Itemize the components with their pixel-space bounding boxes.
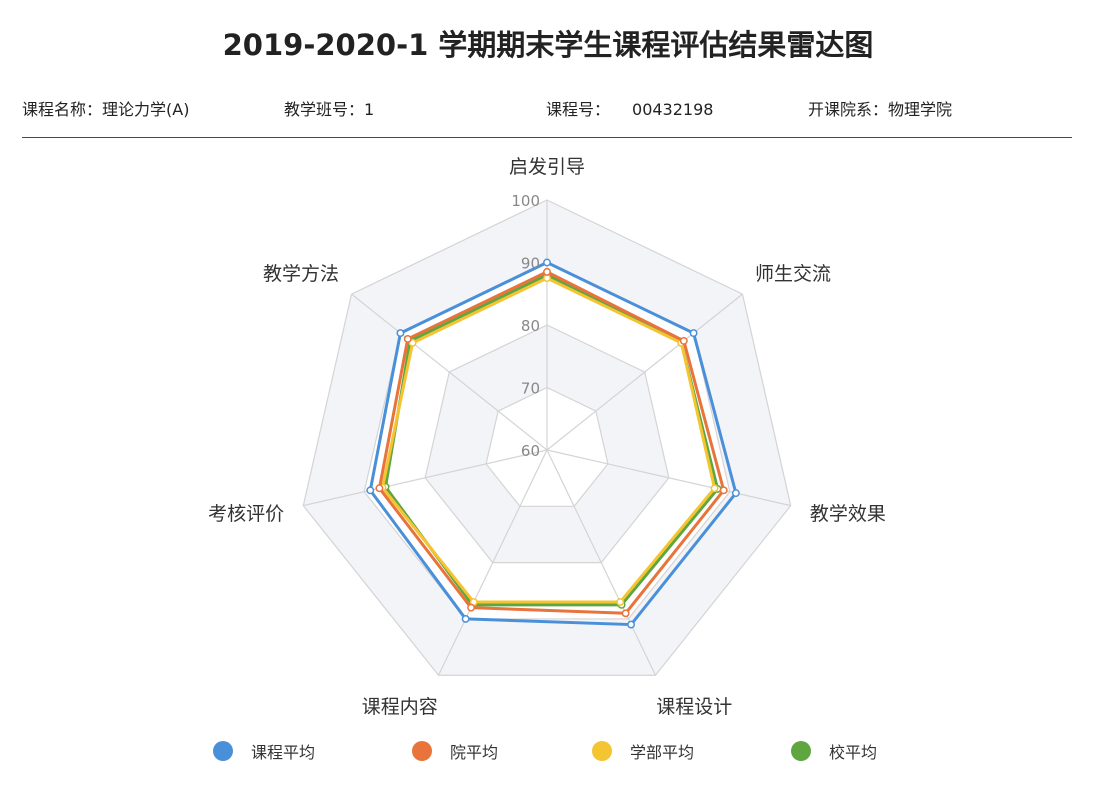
course-id-info: 课程号： 00432198 (546, 96, 713, 120)
data-point[interactable] (627, 620, 636, 629)
ring-tick-label: 90 (521, 255, 540, 273)
legend-item-university-avg[interactable]: 校平均 (791, 736, 877, 766)
data-point[interactable] (543, 274, 551, 283)
department-label: 开课院系： (808, 100, 889, 119)
data-point[interactable] (461, 614, 470, 623)
legend-label: 院平均 (450, 743, 499, 762)
data-point[interactable] (467, 603, 476, 612)
series-line (368, 261, 738, 627)
data-point[interactable] (403, 334, 412, 343)
course-name-info: 课程名称：理论力学(A) (22, 96, 189, 120)
data-point[interactable] (689, 329, 698, 338)
axis-label: 启发引导 (509, 156, 585, 178)
legend-marker (791, 741, 811, 761)
axis-label: 考核评价 (208, 503, 284, 525)
course-id-label: 课程号： (546, 100, 611, 119)
class-number-label: 教学班号： (284, 100, 365, 119)
axis-label: 教学方法 (263, 263, 339, 285)
data-point[interactable] (366, 486, 375, 495)
legend-marker (592, 741, 612, 761)
data-point[interactable] (731, 489, 740, 498)
legend-item-division-avg[interactable]: 学部平均 (592, 736, 694, 766)
chart-legend: 课程平均 院平均 学部平均 校平均 (0, 736, 1096, 766)
class-number-value: 1 (364, 100, 375, 119)
ring-tick-label: 60 (521, 442, 540, 460)
data-point[interactable] (621, 609, 630, 618)
ring-tick-label: 70 (521, 380, 540, 398)
page-title: 2019-2020-1 学期期末学生课程评估结果雷达图 (222, 28, 874, 62)
department-value: 物理学院 (888, 100, 953, 119)
course-name-value: 理论力学(A) (102, 100, 190, 119)
radar-spokes (303, 200, 791, 676)
course-name-label: 课程名称： (22, 100, 103, 119)
data-point[interactable] (396, 329, 405, 338)
radar-spoke (303, 449, 548, 507)
radar-spoke (437, 449, 548, 676)
course-id-value: 00432198 (632, 100, 714, 119)
radar-spoke (546, 449, 791, 507)
radar-spoke (351, 293, 548, 451)
ring-tick-label: 80 (521, 317, 540, 335)
data-point[interactable] (543, 258, 551, 267)
department-info: 开课院系：物理学院 (808, 96, 952, 120)
legend-marker (213, 741, 233, 761)
data-point[interactable] (710, 484, 719, 493)
series-line (380, 276, 717, 604)
class-number-info: 教学班号：1 (284, 96, 374, 120)
data-point[interactable] (616, 598, 625, 606)
radar-series (366, 258, 740, 629)
data-point[interactable] (375, 484, 384, 493)
legend-label: 课程平均 (251, 743, 316, 762)
legend-marker (412, 741, 432, 761)
radar-ring-labels: 60 70 80 90 100 (511, 192, 540, 460)
data-point[interactable] (543, 267, 551, 276)
data-point[interactable] (719, 486, 728, 495)
axis-label: 师生交流 (755, 263, 831, 285)
axis-label: 课程内容 (362, 696, 438, 718)
legend-label: 校平均 (829, 743, 878, 762)
radar-spoke (546, 449, 657, 676)
legend-item-school-avg[interactable]: 院平均 (412, 736, 498, 766)
axis-label: 课程设计 (656, 696, 732, 718)
header-divider (22, 137, 1072, 138)
data-point[interactable] (408, 338, 417, 347)
legend-label: 学部平均 (630, 743, 695, 762)
series-line (377, 270, 726, 615)
data-point[interactable] (679, 336, 688, 345)
radar-spoke (546, 293, 743, 451)
ring-tick-label: 100 (511, 192, 540, 210)
legend-item-course-avg[interactable]: 课程平均 (213, 736, 315, 766)
axis-label: 教学效果 (810, 503, 886, 525)
